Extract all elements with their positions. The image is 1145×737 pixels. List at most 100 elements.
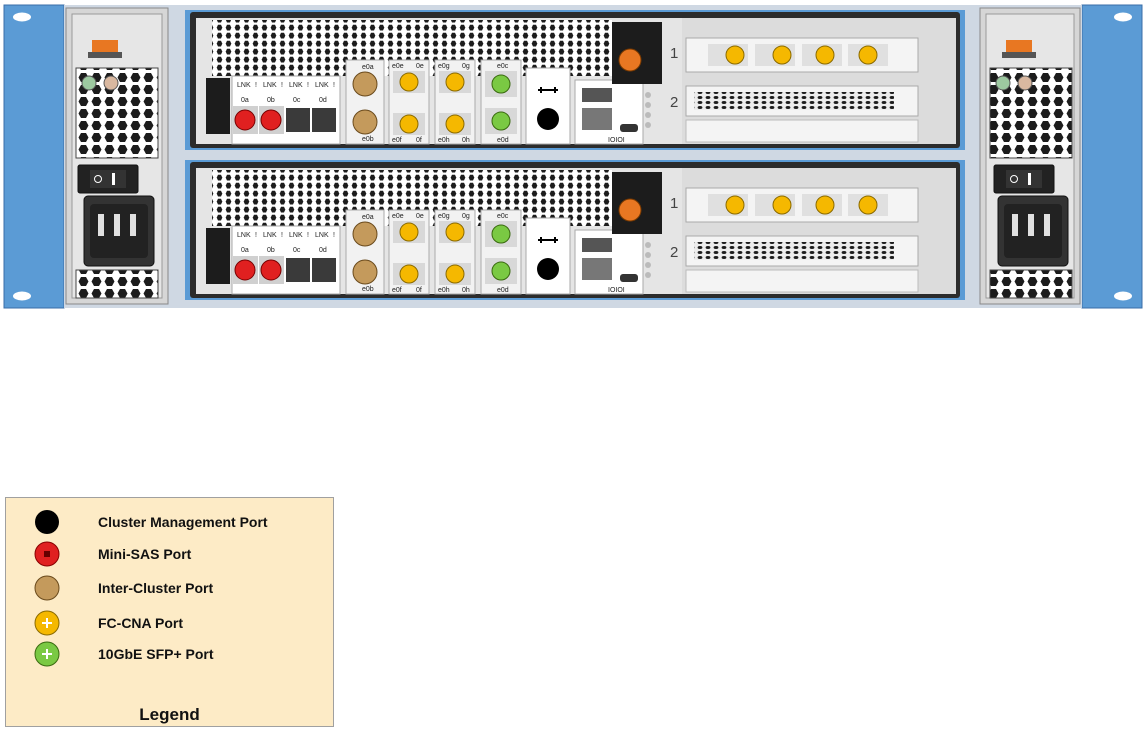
power-on-icon <box>1028 173 1031 185</box>
fc-cna-ports-e0e-e0f: e0e 0e e0f 0f <box>388 59 430 145</box>
qsfp-port-0d[interactable] <box>312 108 336 132</box>
sfp-ports-e0c-e0d: e0c e0d <box>480 209 522 295</box>
locate-led-icon <box>645 262 651 268</box>
fc-cna-port-e0h[interactable] <box>445 264 465 284</box>
port-label: e0h <box>438 137 450 144</box>
psu-fault-led-icon <box>103 75 119 91</box>
port-label: e0a <box>362 214 374 221</box>
inter-cluster-port-e0a[interactable] <box>352 71 378 97</box>
fc-cna-port-e0g[interactable] <box>445 222 465 242</box>
cluster-management-port[interactable] <box>537 258 559 280</box>
fc-cna-port-slot1-c[interactable] <box>815 45 835 65</box>
sas-port-label: 0d <box>319 97 327 104</box>
port-label: e0b <box>362 136 374 143</box>
serial-label: IOIOI <box>608 287 625 294</box>
sfp-port-e0d[interactable] <box>491 111 511 131</box>
fc-cna-port-e0h[interactable] <box>445 114 465 134</box>
nvram-led-icon <box>645 272 651 278</box>
led-label: ! <box>281 82 283 89</box>
power-switch[interactable] <box>90 170 126 188</box>
mini-sas-port-0a[interactable] <box>234 109 256 131</box>
led-label: ! <box>333 232 335 239</box>
serial-label: IOIOI <box>608 137 625 144</box>
fc-cna-port-slot1-a[interactable] <box>725 45 745 65</box>
fc-cna-port-e0f[interactable] <box>399 114 419 134</box>
thumbscrew-icon <box>618 48 642 72</box>
led-label: ! <box>307 82 309 89</box>
legend-title: Legend <box>139 705 200 724</box>
power-on-icon <box>112 173 115 185</box>
slot-number: 2 <box>670 244 678 261</box>
sas-port-block: LNK ! LNK ! LNK ! LNK ! 0a 0b 0c 0d <box>231 225 341 295</box>
green-port-icon <box>34 641 60 667</box>
usb-port[interactable] <box>582 88 612 102</box>
led-label: LNK <box>237 232 251 239</box>
cluster-management-port[interactable] <box>537 108 559 130</box>
rj45-port[interactable] <box>582 108 612 130</box>
fc-cna-port-slot1-c[interactable] <box>815 195 835 215</box>
port-label: e0f <box>392 137 402 144</box>
fc-cna-port-e0e[interactable] <box>399 72 419 92</box>
fc-cna-ports-e0g-e0h: e0g 0g e0h 0h <box>434 59 476 145</box>
legend-item: Inter-Cluster Port <box>6 574 333 602</box>
led-label: ! <box>255 232 257 239</box>
qsfp-port-0d[interactable] <box>312 258 336 282</box>
legend-item: FC-CNA Port <box>6 609 333 637</box>
fc-cna-port-slot1-d[interactable] <box>858 45 878 65</box>
legend-label: Mini-SAS Port <box>98 546 192 562</box>
mini-sas-port-0b[interactable] <box>260 259 282 281</box>
qsfp-port-0c[interactable] <box>286 108 310 132</box>
port-label: 0h <box>462 137 470 144</box>
sfp-port-e0c[interactable] <box>491 74 511 94</box>
fc-cna-port-slot1-a[interactable] <box>725 195 745 215</box>
status-leds <box>612 172 662 278</box>
sfp-port-e0c[interactable] <box>491 224 511 244</box>
legend-label: Cluster Management Port <box>98 514 268 530</box>
pcie-slots: 1 2 <box>670 168 956 294</box>
mini-sas-port-0a[interactable] <box>234 259 256 281</box>
thumbscrew-icon <box>618 198 642 222</box>
port-label: e0g <box>438 63 450 70</box>
usb-port[interactable] <box>582 238 612 252</box>
mini-sas-port-0b[interactable] <box>260 109 282 131</box>
port-label: e0b <box>362 286 374 293</box>
power-led-icon <box>645 242 651 248</box>
controller-module-top: LNK ! LNK ! LNK ! LNK ! 0a 0b 0c 0d e0a … <box>185 10 965 150</box>
sas-port-label: 0a <box>241 247 249 254</box>
port-label: 0f <box>416 137 422 144</box>
fc-cna-port-slot1-d[interactable] <box>858 195 878 215</box>
inter-cluster-port-e0b[interactable] <box>352 109 378 135</box>
rj45-port[interactable] <box>582 258 612 280</box>
port-label: e0e <box>392 213 404 220</box>
power-switch[interactable] <box>1006 170 1042 188</box>
qsfp-port-0c[interactable] <box>286 258 310 282</box>
port-label: e0e <box>392 63 404 70</box>
slot-number: 2 <box>670 94 678 111</box>
fault-led-icon <box>645 102 651 108</box>
fc-cna-port-e0f[interactable] <box>399 264 419 284</box>
sfp-port-e0d[interactable] <box>491 261 511 281</box>
psu-release-tab-icon <box>92 40 118 54</box>
wrench-icon <box>538 237 558 243</box>
micro-usb-console-port[interactable] <box>620 274 638 282</box>
sas-port-label: 0d <box>319 247 327 254</box>
led-label: LNK <box>315 232 329 239</box>
wrench-icon <box>538 87 558 93</box>
inter-cluster-port-e0b[interactable] <box>352 259 378 285</box>
left-rack-ear <box>3 4 65 309</box>
legend-item: Mini-SAS Port <box>6 540 333 568</box>
fc-cna-port-slot1-b[interactable] <box>772 195 792 215</box>
mount-hole-icon <box>1114 291 1132 301</box>
micro-usb-console-port[interactable] <box>620 124 638 132</box>
fc-cna-port-slot1-b[interactable] <box>772 45 792 65</box>
inter-cluster-ports: e0a e0b <box>345 59 385 145</box>
port-label: 0g <box>462 63 470 70</box>
psu-ok-led-icon <box>995 75 1011 91</box>
inter-cluster-port-e0a[interactable] <box>352 221 378 247</box>
pcie-slots: 1 2 <box>670 18 956 144</box>
controller-module-bottom: LNK ! LNK ! LNK ! LNK ! 0a 0b 0c 0d e0a … <box>185 160 965 300</box>
fc-cna-port-e0g[interactable] <box>445 72 465 92</box>
nvram-led-icon <box>645 122 651 128</box>
fc-cna-port-e0e[interactable] <box>399 222 419 242</box>
legend-label: FC-CNA Port <box>98 615 184 631</box>
